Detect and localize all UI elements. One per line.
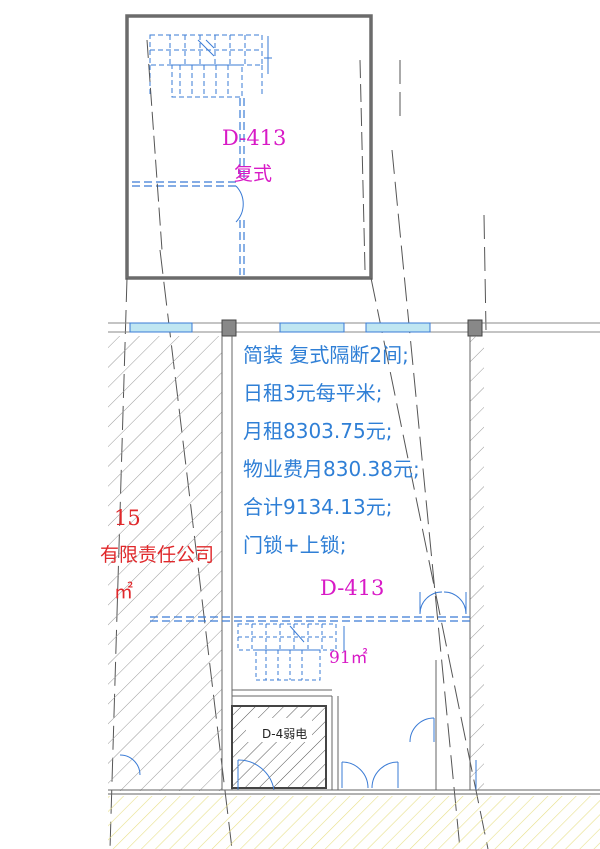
windows [129,322,431,333]
spec-line-daily-rent: 日租3元每平米; [243,381,383,405]
weak-current-room-label: D-4弱电 [262,727,308,741]
corridor-hatch [108,796,600,849]
detail-unit-type: 复式 [234,163,273,185]
detail-frame [125,14,373,280]
lower-walls [232,660,437,790]
spec-line-monthly-rent: 月租8303.75元; [243,419,393,443]
plan-staircase [237,623,337,681]
detail-unit-code: D-413 [222,126,287,150]
spec-line-lock: 门锁+上锁; [243,533,347,557]
neighbor-company-name: 有限责任公司 [100,544,215,566]
spec-line-total: 合计9134.13元; [243,495,393,519]
spec-line-property-fee: 物业费月830.38元; [243,457,420,481]
neighbor-unit-hatch [108,336,222,791]
spec-line-decoration: 简装 复式隔断2间; [243,343,409,367]
right-neighbor-hatch [470,336,484,791]
doors [119,591,467,791]
unit-area-label: 91㎡ [329,648,368,668]
neighbor-area: ㎡ [114,581,134,603]
columns [221,319,483,337]
neighbor-unit-code: 15 [114,506,141,530]
unit-code-label: D-413 [320,576,385,600]
detail-staircase [149,34,263,98]
mezzanine-line [150,616,470,622]
